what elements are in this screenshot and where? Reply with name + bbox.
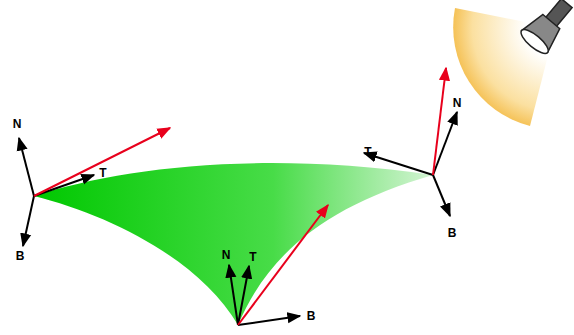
- axis-label: T: [364, 146, 371, 158]
- axis-label: N: [13, 118, 22, 130]
- surface-patch: [34, 163, 433, 325]
- axis-label: B: [307, 310, 316, 322]
- axis-label: T: [249, 251, 256, 263]
- axis-label: T: [99, 167, 106, 179]
- left-frame: [19, 128, 170, 246]
- bottom-frame: [229, 205, 328, 325]
- flashlight: [518, 0, 574, 57]
- axis-label: B: [448, 227, 457, 239]
- axis-label: N: [222, 249, 231, 261]
- right-frame: [364, 68, 457, 216]
- axis-label: B: [16, 250, 25, 262]
- axis-label: N: [453, 97, 462, 109]
